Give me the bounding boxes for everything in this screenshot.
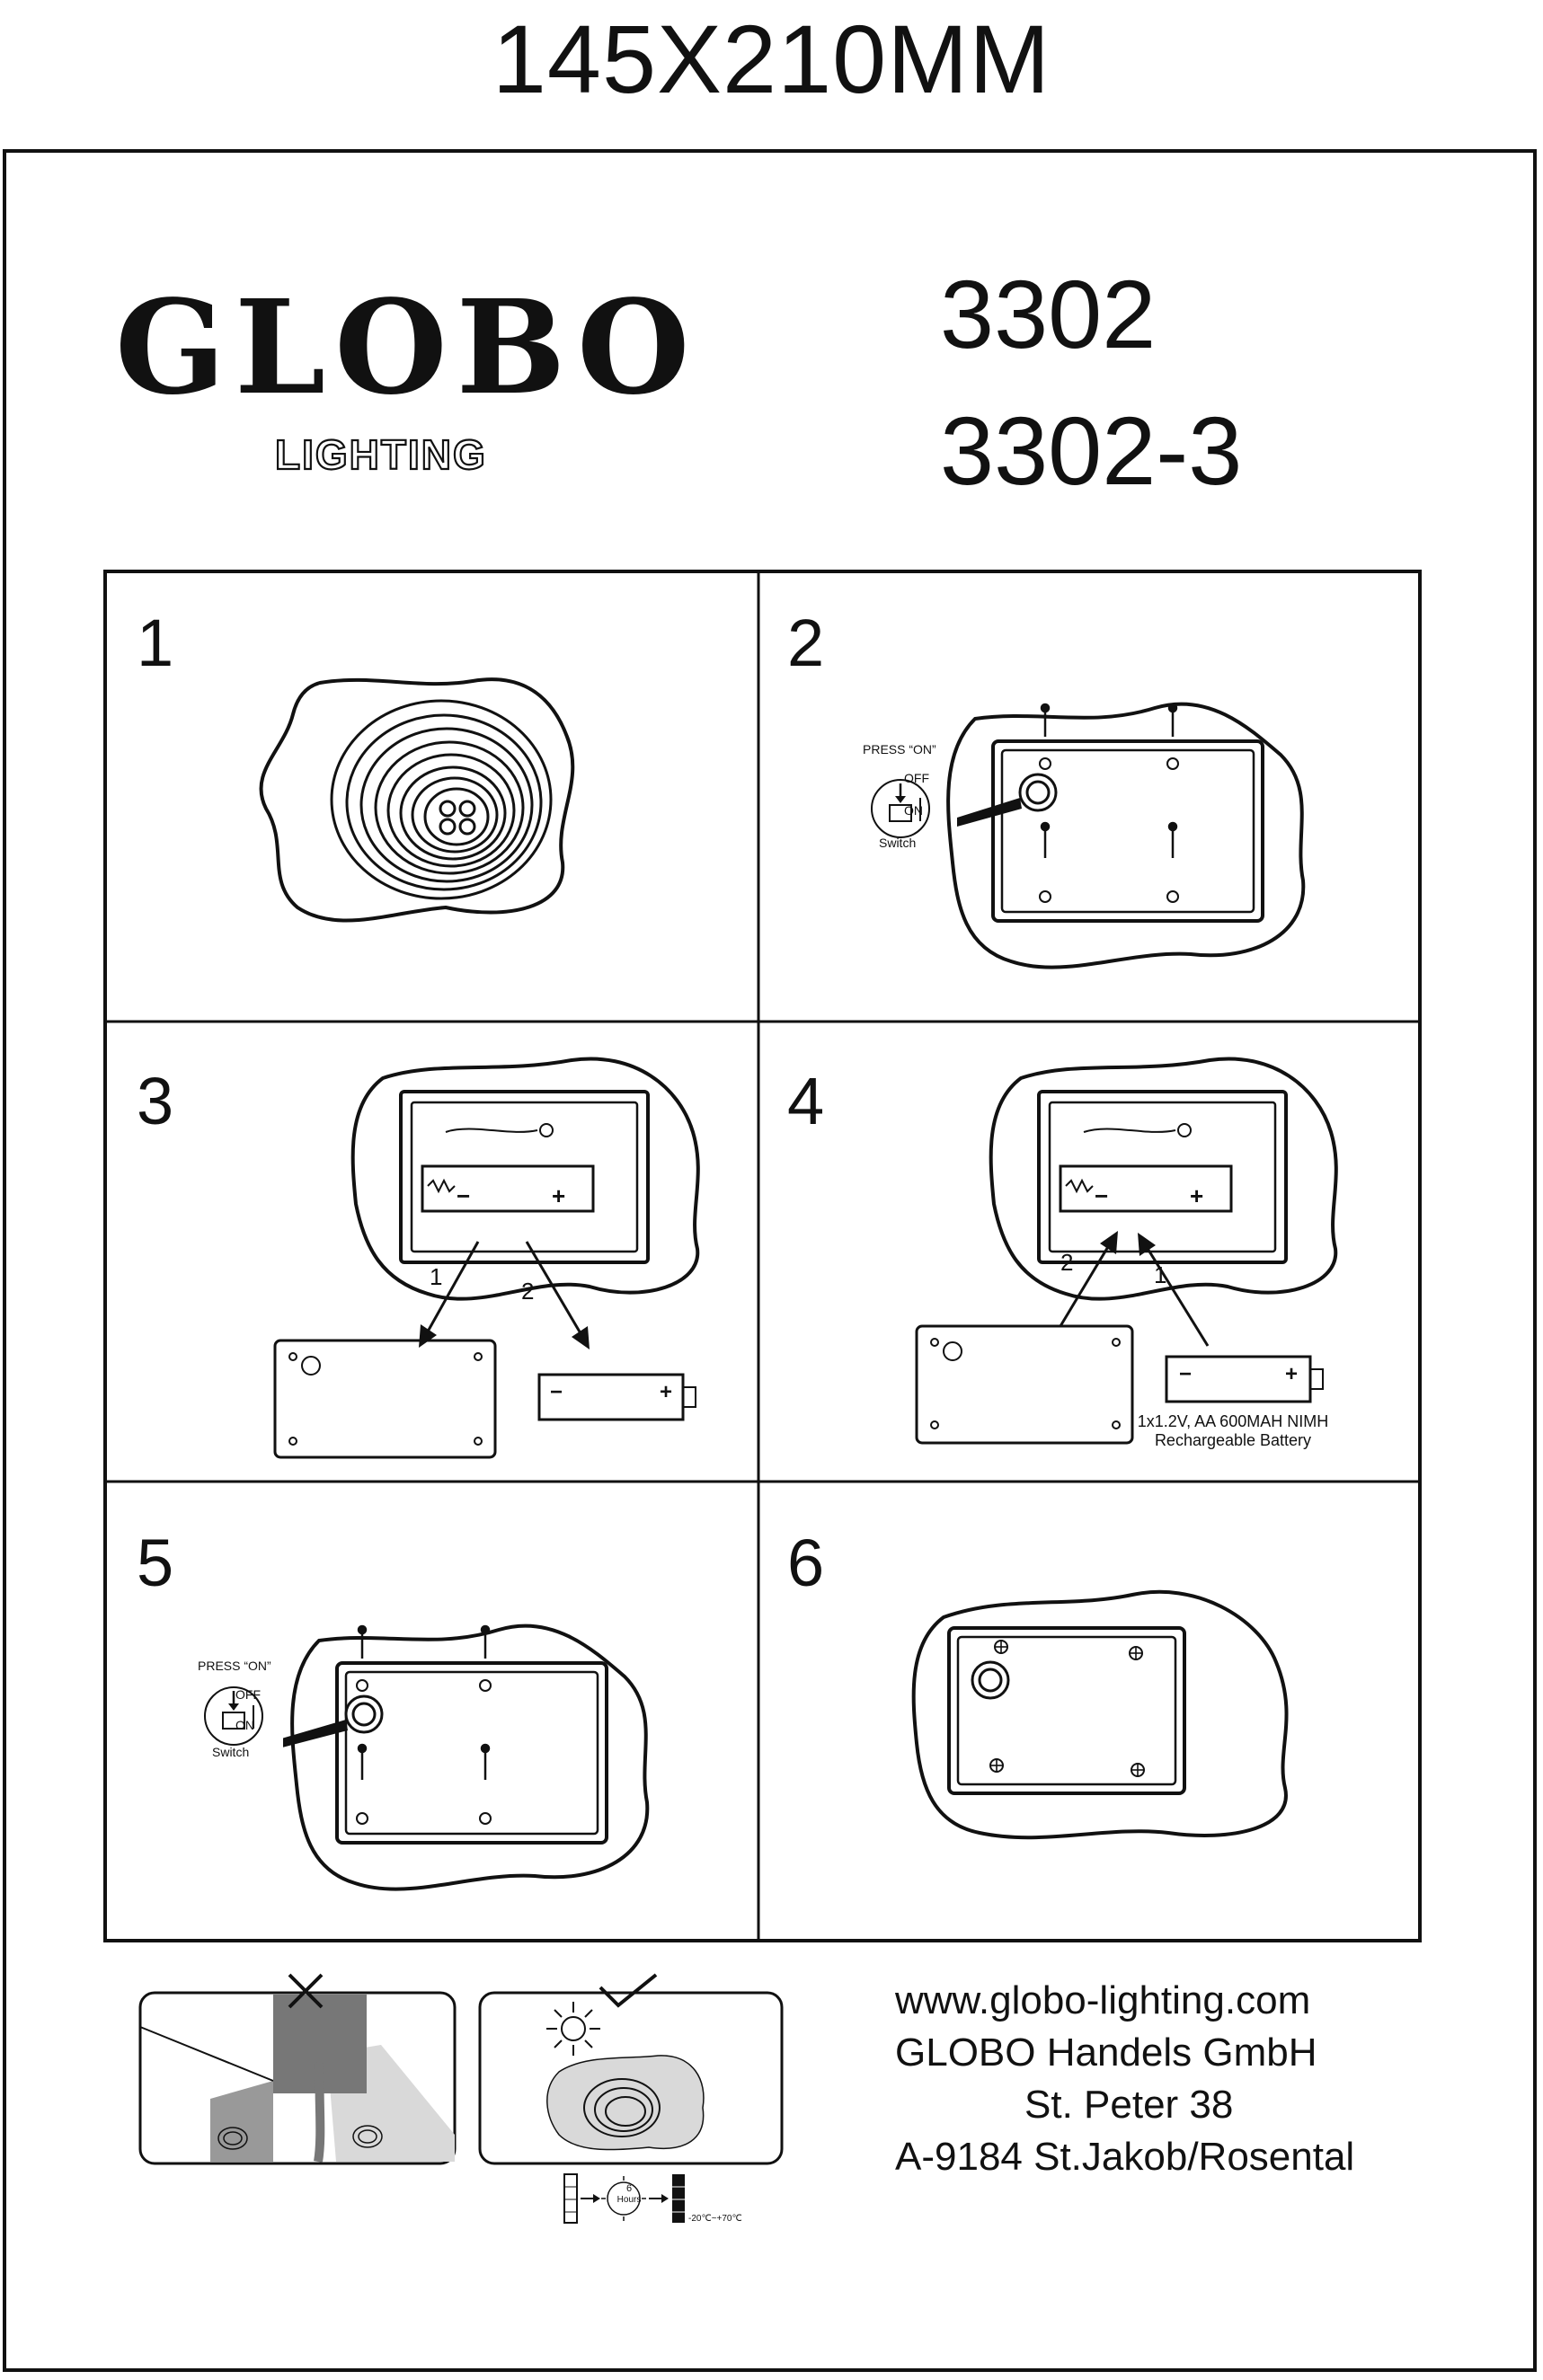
step3-compartment-plus: + bbox=[552, 1182, 566, 1209]
step-number-5: 5 bbox=[137, 1526, 174, 1600]
step2-press-on-label: PRESS “ON” bbox=[863, 742, 936, 756]
step5-off-label: OFF bbox=[235, 1687, 261, 1702]
step-number-3: 3 bbox=[137, 1064, 174, 1138]
step3-battery-minus: − bbox=[550, 1380, 563, 1404]
grid-border bbox=[103, 570, 1422, 1942]
charging-hours-number: 6 bbox=[625, 2183, 633, 2194]
steps-grid bbox=[103, 570, 1422, 1942]
step2-switch-label: Switch bbox=[879, 836, 917, 850]
page-size-title: 145X210MM bbox=[492, 4, 1051, 113]
cross-icon bbox=[288, 1973, 324, 2009]
step4-compartment-minus: − bbox=[1095, 1182, 1109, 1209]
step3-arrow-2-label: 2 bbox=[521, 1278, 535, 1305]
step2-switch-icon bbox=[871, 779, 930, 838]
step-number-4: 4 bbox=[787, 1064, 825, 1138]
step5-bottom-plate-illustration bbox=[283, 1624, 650, 1891]
brand-logo-word: GLOBO bbox=[115, 271, 699, 423]
company-name: GLOBO Handels GmbH bbox=[895, 2031, 1317, 2075]
step1-stone-lamp-illustration bbox=[259, 677, 575, 923]
step2-off-label: OFF bbox=[904, 771, 929, 785]
step4-arrow-1-label: 1 bbox=[1154, 1261, 1167, 1288]
step3-removal-arrows bbox=[273, 1241, 696, 1459]
step4-compartment-plus: + bbox=[1190, 1182, 1204, 1209]
company-street: St. Peter 38 bbox=[1024, 2083, 1234, 2127]
model-number-1: 3302 bbox=[940, 260, 1157, 368]
step-number-6: 6 bbox=[787, 1526, 825, 1600]
step4-insert-arrows bbox=[915, 1231, 1324, 1445]
brand-logo-subtitle: LIGHTING bbox=[274, 430, 487, 479]
check-icon bbox=[599, 1973, 658, 2008]
charging-hours-word: Hours bbox=[616, 2195, 642, 2205]
step3-compartment-minus: − bbox=[457, 1182, 471, 1209]
step5-press-on-label: PRESS “ON” bbox=[198, 1659, 271, 1673]
temperature-range-text: -20℃~+70℃ bbox=[688, 2214, 742, 2224]
battery-type-text: Rechargeable Battery bbox=[1154, 1431, 1312, 1449]
step4-battery-plus: + bbox=[1285, 1362, 1299, 1386]
step3-arrow-1-label: 1 bbox=[430, 1263, 443, 1290]
battery-spec-text: 1x1.2V, AA 600MAH NIMH bbox=[1137, 1412, 1329, 1430]
step5-on-label: ON bbox=[235, 1718, 254, 1732]
shade-placement-illustration bbox=[138, 1991, 457, 2165]
step5-switch-label: Switch bbox=[212, 1745, 250, 1759]
step4-battery-minus: − bbox=[1179, 1362, 1193, 1386]
step2-on-label: ON bbox=[904, 803, 923, 818]
step3-battery-compartment-illustration bbox=[350, 1057, 700, 1301]
sun-icon bbox=[546, 2002, 600, 2056]
page-frame bbox=[3, 149, 1537, 2372]
model-number-2: 3302-3 bbox=[940, 396, 1243, 505]
step4-battery-compartment-illustration bbox=[989, 1057, 1338, 1301]
company-city: A-9184 St.Jakob/Rosental bbox=[895, 2135, 1355, 2179]
step-number-1: 1 bbox=[137, 606, 174, 680]
sun-placement-illustration bbox=[478, 1991, 784, 2165]
step5-switch-icon bbox=[204, 1686, 263, 1746]
step2-bottom-plate-illustration bbox=[946, 702, 1306, 969]
step4-arrow-2-label: 2 bbox=[1060, 1249, 1074, 1276]
step6-closed-plate-illustration bbox=[911, 1589, 1289, 1840]
step3-battery-plus: + bbox=[660, 1380, 673, 1404]
website-url: www.globo-lighting.com bbox=[895, 1978, 1311, 2022]
charging-time-indicator bbox=[563, 2173, 685, 2224]
step-number-2: 2 bbox=[787, 606, 825, 680]
